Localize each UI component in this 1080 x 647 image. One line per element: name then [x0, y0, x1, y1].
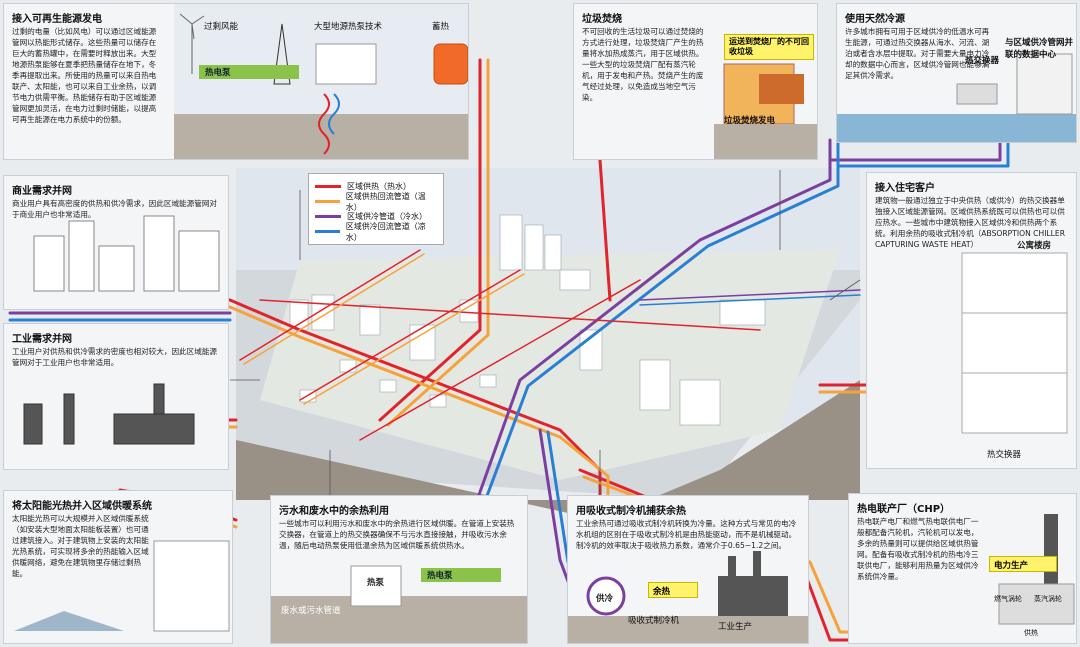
- waste-plant-label: 垃圾焚烧发电: [724, 116, 776, 126]
- waste-delivery-box: 运送到焚烧厂的不可回收垃圾: [724, 34, 814, 60]
- residential-label-apartment: 公寓楼房: [1017, 241, 1052, 251]
- chp-power-box: 电力生产: [989, 556, 1057, 572]
- legend-item-hot: 区域供热（热水）: [315, 179, 437, 194]
- sewage-text: 一些城市可以利用污水和废水中的余热进行区域供暖。在管道上安装热交换器，在管道上的…: [279, 519, 515, 550]
- industrial-text: 工业用户对供热和供冷需求的密度也相对较大，因此区域能源管网对于工业用户也非常适用…: [12, 347, 218, 367]
- callout-lines: [230, 170, 861, 495]
- legend-label-cold-return: 区域供冷回流管道（凉水）: [345, 221, 426, 242]
- sewage-label-heatpump: 热泵: [367, 578, 385, 588]
- natural-text: 许多城市拥有可用于区域供冷的低温水可再生能源，可通过热交换器从海水、河流、湖泊或…: [845, 27, 990, 80]
- chp-label-gas: 燃气涡轮: [994, 595, 1022, 603]
- natural-title: 使用天然冷源: [845, 14, 905, 25]
- panel-sewage: 污水和废水中的余热利用 一些城市可以利用污水和废水中的余热进行区域供暖。在管道上…: [270, 495, 528, 644]
- commercial-illustration: [33, 215, 220, 292]
- residential-label-hx: 热交换器: [987, 450, 1022, 460]
- industrial-title: 工业需求并网: [12, 334, 72, 345]
- absorption-waste-heat-box: 余热: [648, 582, 698, 598]
- absorption-label-chill: 供冷: [596, 594, 614, 604]
- residential-illustration: [961, 252, 1068, 434]
- renewable-label-heatpump: 大型地源热泵技术: [314, 22, 383, 32]
- legend-item-cold-return: 区域供冷回流管道（凉水）: [315, 222, 437, 242]
- solar-text: 太阳能光热可以大规模并入区域供暖系统（如安装大型地面太阳能板装置）也可通过建筑接…: [12, 514, 149, 578]
- renewable-title: 接入可再生能源发电: [12, 14, 102, 25]
- absorption-label-industry: 工业生产: [718, 622, 753, 632]
- commercial-text: 商业用户具有高密度的供热和供冷需求，因此区域能源管网对于商业用户也非常适用。: [12, 199, 218, 219]
- absorption-label-machine: 吸收式制冷机: [628, 616, 680, 626]
- panel-absorption: 用吸收式制冷机捕获余热 工业余热可通过吸收式制冷机转换为冷量。这种方式与常见的电…: [567, 495, 809, 644]
- chp-title: 热电联产厂（CHP）: [857, 504, 951, 515]
- chp-label-heat: 供热: [1024, 629, 1038, 637]
- panel-renewable: 接入可再生能源发电 过剩的电量（比如风电）可以通过区域能源管网以热能形式储存。这…: [3, 3, 469, 160]
- absorption-title: 用吸收式制冷机捕获余热: [576, 506, 686, 517]
- panel-commercial: 商业需求并网 商业用户具有高密度的供热和供冷需求，因此区域能源管网对于商业用户也…: [3, 175, 229, 310]
- legend-swatch-cold: [315, 215, 341, 218]
- legend-swatch-hot: [315, 185, 341, 188]
- absorption-illustration: [568, 551, 808, 643]
- waste-title: 垃圾焚烧: [582, 14, 622, 25]
- panel-waste: 垃圾焚烧 不可回收的生活垃圾可以通过焚烧的方式进行处理，垃圾焚烧厂产生的热量将水…: [573, 3, 818, 160]
- solar-title: 将太阳能光热并入区域供暖系统: [12, 501, 152, 512]
- natural-label-hx: 热交换器: [965, 56, 1000, 66]
- chp-label-steam: 蒸汽涡轮: [1034, 595, 1062, 603]
- legend-swatch-cold-return: [315, 230, 340, 233]
- waste-illustration: [714, 63, 817, 159]
- solar-illustration: [14, 540, 230, 632]
- legend-label-hot-return: 区域供热回流管道（温水）: [345, 191, 426, 212]
- sewage-pipe-label: 废水或污水管道: [281, 606, 341, 616]
- sewage-heat-pump-bar: 热电泵: [421, 568, 501, 582]
- city-buildings: [289, 214, 766, 426]
- panel-industrial: 工业需求并网 工业用户对供热和供冷需求的密度也相对较大，因此区域能源管网对于工业…: [3, 323, 229, 470]
- renewable-text: 过剩的电量（比如风电）可以通过区域能源管网以热能形式储存。这些热量可以储存在巨大…: [12, 27, 157, 124]
- panel-chp: 热电联产厂（CHP） 热电联产电厂和燃气热电联供电厂一般都配备汽轮机，汽轮机可以…: [848, 493, 1077, 644]
- legend-swatch-hot-return: [315, 200, 340, 203]
- legend-label-hot: 区域供热（热水）: [347, 182, 411, 191]
- natural-label-datacenter: 与区域供冷管网并联的数据中心: [1005, 38, 1074, 60]
- pipe-legend: 区域供热（热水） 区域供热回流管道（温水） 区域供冷管道（冷水） 区域供冷回流管…: [308, 173, 444, 245]
- absorption-text: 工业余热可通过吸收式制冷机转换为冷量。这种方式与常见的电冷水机组的区别在于吸收式…: [576, 519, 797, 550]
- panel-residential: 接入住宅客户 建筑物一般通过独立于中央供热（或供冷）的热交换器单独接入区域能源管…: [866, 172, 1077, 469]
- legend-label-cold: 区域供冷管道（冷水）: [347, 212, 427, 221]
- commercial-title: 商业需求并网: [12, 186, 72, 197]
- natural-cooling-illustration: [837, 53, 1076, 142]
- legend-item-hot-return: 区域供热回流管道（温水）: [315, 192, 437, 212]
- residential-text: 建筑物一般通过独立于中央供热（或供冷）的热交换器单独接入区域能源管网。区域供热系…: [875, 196, 1065, 249]
- sewage-illustration: [271, 565, 527, 643]
- panel-solar: 将太阳能光热并入区域供暖系统 太阳能光热可以大规模并入区域供暖系统（如安装大型地…: [3, 490, 233, 644]
- renewable-heat-pump-bar: 热电泵: [199, 65, 299, 79]
- panel-natural-cooling: 使用天然冷源 许多城市拥有可用于区域供冷的低温水可再生能源，可通过热交换器从海水…: [836, 3, 1077, 143]
- industrial-illustration: [23, 383, 195, 445]
- sewage-title: 污水和废水中的余热利用: [279, 506, 389, 517]
- renewable-label-storage: 蓄热: [432, 22, 450, 32]
- chp-text: 热电联产电厂和燃气热电联供电厂一般都配备汽轮机，汽轮机可以发电，多余的热量则可以…: [857, 517, 979, 581]
- residential-title: 接入住宅客户: [875, 183, 935, 194]
- renewable-label-wind: 过剩风能: [204, 22, 239, 32]
- renewable-illustration: [174, 4, 468, 159]
- soil-cross-section: [236, 380, 860, 520]
- waste-text: 不可回收的生活垃圾可以通过焚烧的方式进行处理，垃圾焚烧厂产生的热量将水加热成蒸汽…: [582, 27, 704, 102]
- legend-item-cold: 区域供冷管道（冷水）: [315, 209, 437, 224]
